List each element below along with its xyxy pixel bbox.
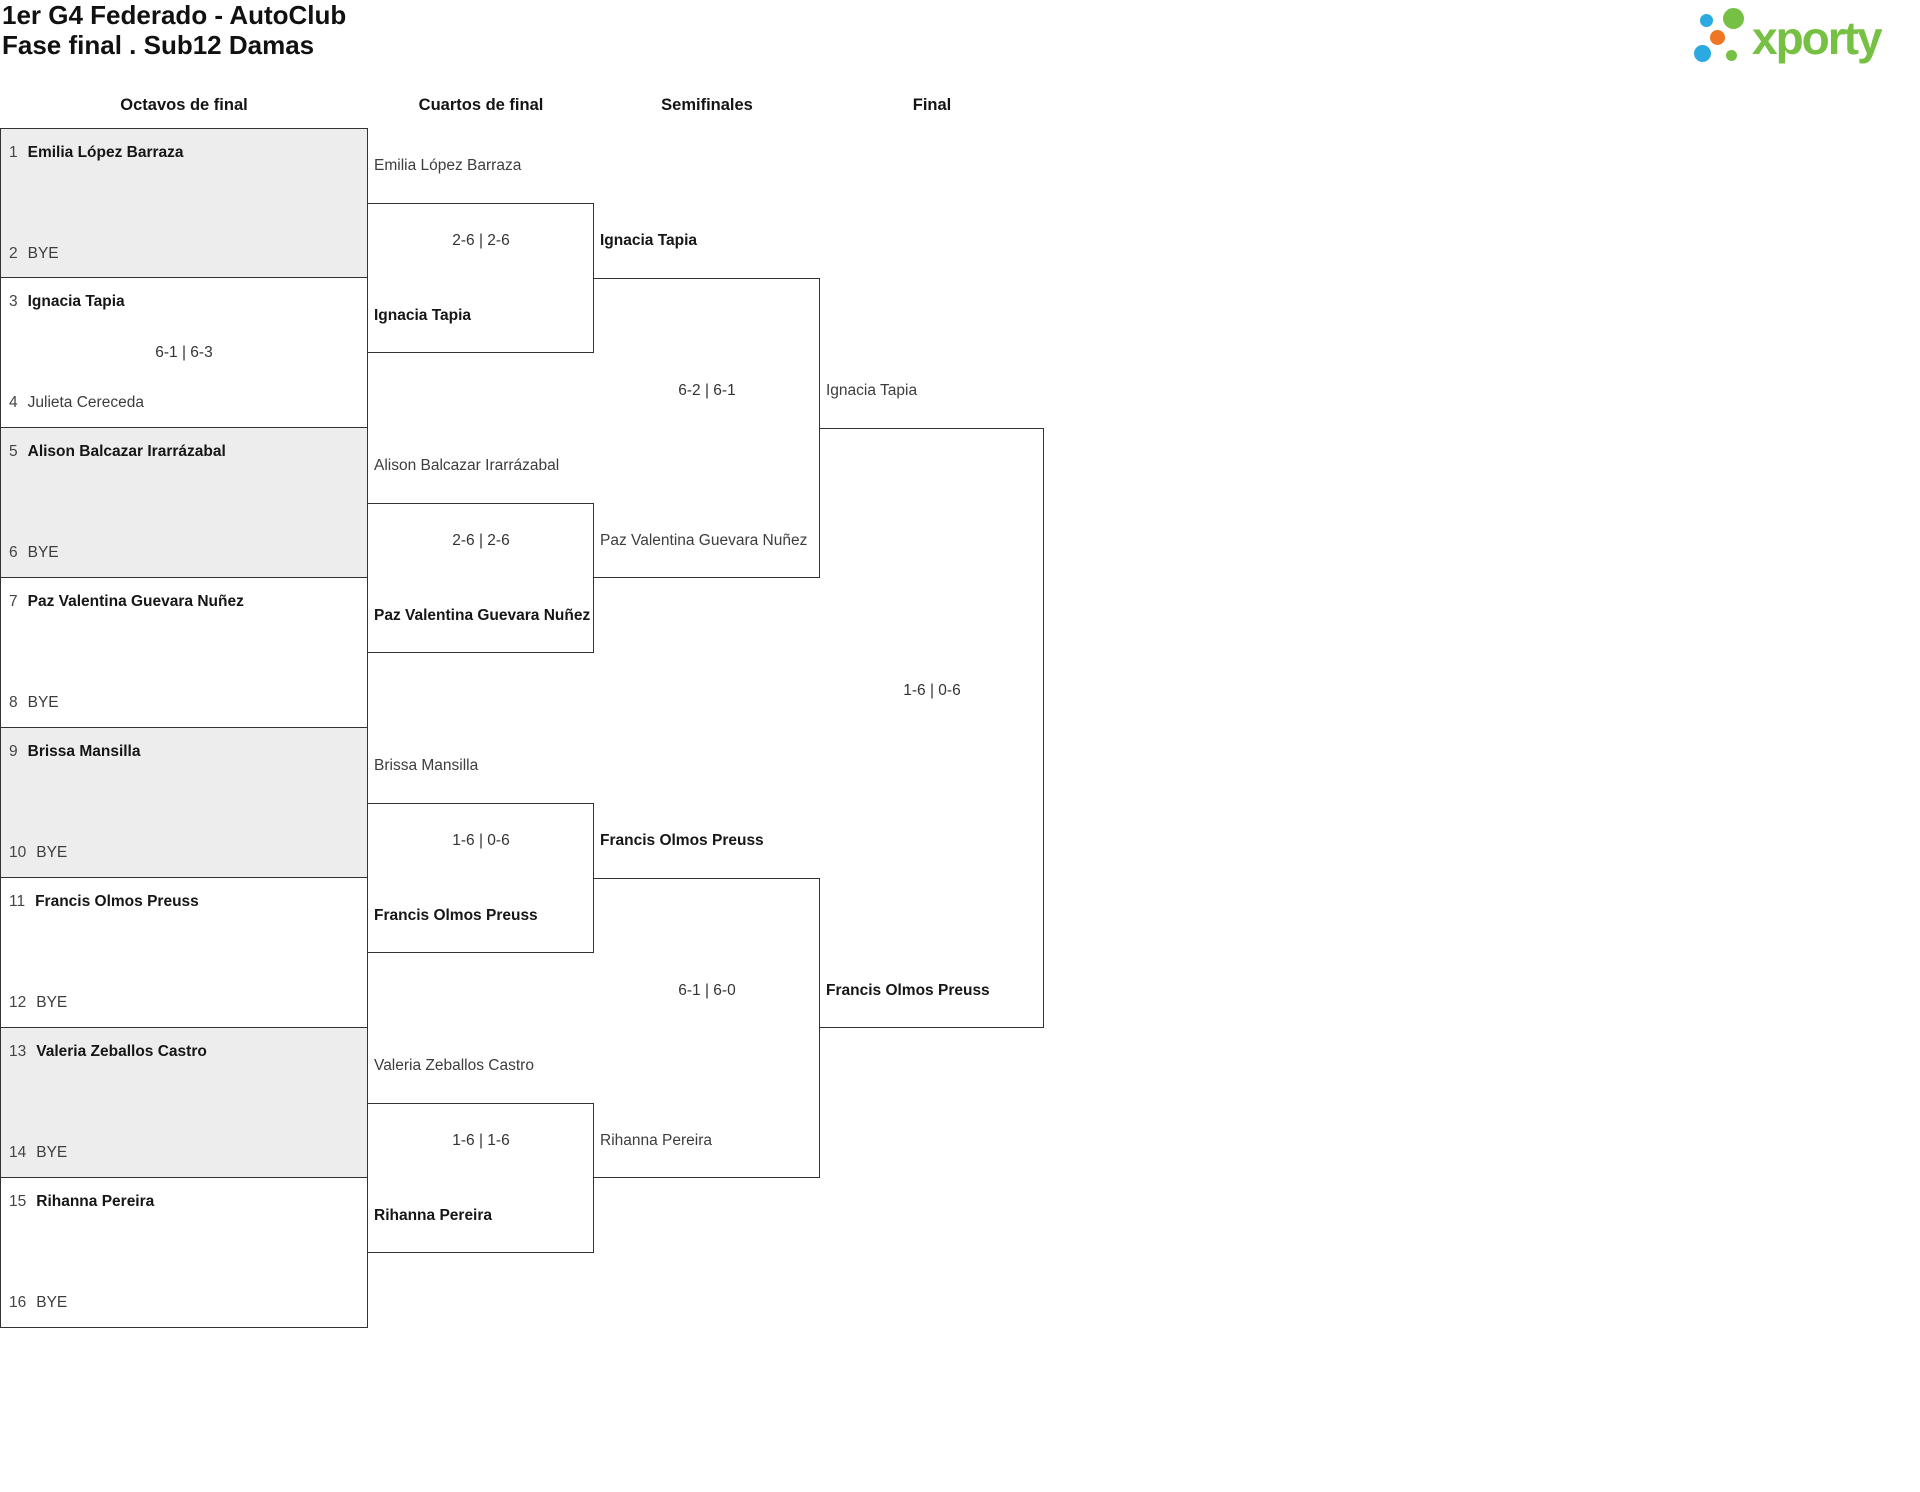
r16-slot-11: 11 Francis Olmos Preuss [9,891,199,913]
player-name: BYE [36,1294,68,1311]
seed-number: 16 [9,1294,27,1311]
xporty-logo: xporty [1690,4,1920,76]
r16-slot-1: 1 Emilia López Barraza [9,142,184,164]
qf-match-4-box [368,1103,594,1253]
sf-participant: Francis Olmos Preuss [600,832,764,849]
player-name: BYE [36,994,68,1011]
logo-dot-blue-large-icon [1694,45,1711,62]
sf-match-1-score: 6-2 | 6-1 [678,382,736,399]
seed-number: 9 [9,743,18,760]
page-title: 1er G4 Federado - AutoClub Fase final . … [2,0,346,60]
qf-match-2-box [368,503,594,653]
r16-slot-7: 7 Paz Valentina Guevara Nuñez [9,591,244,613]
round-header-octavos: Octavos de final [120,96,248,114]
sf-participant: Ignacia Tapia [600,232,698,249]
seed-number: 12 [9,994,27,1011]
seed-number: 14 [9,1144,27,1161]
logo-text: xporty [1752,12,1883,64]
r16-match-5-box: 9 Brissa Mansilla 10 BYE [0,728,368,878]
qf-match-1-box [368,203,594,353]
r16-slot-5: 5 Alison Balcazar Irarrázabal [9,441,226,463]
qf-participant: Rihanna Pereira [374,1207,493,1224]
final-participant: Ignacia Tapia [826,382,918,399]
r16-match-8-box: 15 Rihanna Pereira 16 BYE [0,1178,368,1328]
player-name: Valeria Zeballos Castro [36,1043,207,1060]
player-name: Emilia López Barraza [27,144,184,161]
r16-match-6-box: 11 Francis Olmos Preuss 12 BYE [0,878,368,1028]
player-name: Ignacia Tapia [27,293,125,310]
seed-number: 8 [9,694,18,711]
r16-slot-14: 14 BYE [9,1142,67,1164]
final-participant: Francis Olmos Preuss [826,982,990,999]
sf-participant: Paz Valentina Guevara Nuñez [600,532,808,549]
qf-match-2-score: 2-6 | 2-6 [452,532,510,549]
round-header-cuartos: Cuartos de final [418,96,544,114]
tournament-title: 1er G4 Federado - AutoClub [2,0,347,30]
r16-slot-4: 4 Julieta Cereceda [9,392,144,414]
seed-number: 4 [9,394,18,411]
player-name: Rihanna Pereira [36,1193,155,1210]
r16-match-2-box: 3 Ignacia Tapia 4 Julieta Cereceda [0,278,368,428]
r16-slot-16: 16 BYE [9,1292,67,1314]
final-match-score: 1-6 | 0-6 [903,682,961,699]
seed-number: 5 [9,443,18,460]
player-name: BYE [36,844,68,861]
seed-number: 7 [9,593,18,610]
player-name: BYE [27,544,59,561]
r16-match-3-box: 5 Alison Balcazar Irarrázabal 6 BYE [0,428,368,578]
r16-match-1-box: 1 Emilia López Barraza 2 BYE [0,128,368,278]
player-name: BYE [27,245,59,262]
player-name: BYE [36,1144,68,1161]
r16-slot-8: 8 BYE [9,692,59,714]
qf-participant: Ignacia Tapia [374,307,472,324]
round-header-semifinales: Semifinales [661,96,753,114]
r16-match-4-box: 7 Paz Valentina Guevara Nuñez 8 BYE [0,578,368,728]
sf-match-2-box [594,878,820,1178]
logo-dot-blue-small-icon [1700,14,1713,27]
player-name: Francis Olmos Preuss [35,893,199,910]
r16-slot-13: 13 Valeria Zeballos Castro [9,1041,207,1063]
r16-slot-9: 9 Brissa Mansilla [9,741,140,763]
final-match-box [820,428,1044,1028]
r16-slot-12: 12 BYE [9,992,67,1014]
player-name: BYE [27,694,59,711]
player-name: Alison Balcazar Irarrázabal [27,443,226,460]
seed-number: 1 [9,144,18,161]
sf-participant: Rihanna Pereira [600,1132,713,1149]
player-name: Paz Valentina Guevara Nuñez [27,593,244,610]
seed-number: 15 [9,1193,27,1210]
qf-participant: Alison Balcazar Irarrázabal [374,457,560,474]
r16-match-7-box: 13 Valeria Zeballos Castro 14 BYE [0,1028,368,1178]
qf-participant: Francis Olmos Preuss [374,907,538,924]
qf-participant: Brissa Mansilla [374,757,479,774]
qf-participant: Emilia López Barraza [374,157,522,174]
qf-match-1-score: 2-6 | 2-6 [452,232,510,249]
r16-slot-10: 10 BYE [9,842,67,864]
player-name: Julieta Cereceda [27,394,144,411]
sf-match-2-score: 6-1 | 6-0 [678,982,736,999]
r16-slot-6: 6 BYE [9,542,59,564]
seed-number: 6 [9,544,18,561]
qf-participant: Paz Valentina Guevara Nuñez [374,607,591,624]
seed-number: 3 [9,293,18,310]
sf-match-1-box [594,278,820,578]
seed-number: 13 [9,1043,27,1060]
qf-match-4-score: 1-6 | 1-6 [452,1132,510,1149]
seed-number: 2 [9,245,18,262]
tournament-subtitle: Fase final . Sub12 Damas [2,30,315,60]
r16-slot-15: 15 Rihanna Pereira [9,1191,154,1213]
qf-match-3-box [368,803,594,953]
r16-slot-3: 3 Ignacia Tapia [9,291,125,313]
logo-dot-green-large-icon [1723,8,1744,29]
qf-participant: Valeria Zeballos Castro [374,1057,534,1074]
player-name: Brissa Mansilla [27,743,141,760]
seed-number: 10 [9,844,27,861]
round-header-final: Final [912,96,952,114]
seed-number: 11 [9,893,26,910]
r16-slot-2: 2 BYE [9,243,59,265]
logo-dot-green-small-icon [1726,50,1737,61]
r16-match-2-score: 6-1 | 6-3 [155,344,213,361]
qf-match-3-score: 1-6 | 0-6 [452,832,510,849]
logo-dot-orange-icon [1710,30,1725,45]
